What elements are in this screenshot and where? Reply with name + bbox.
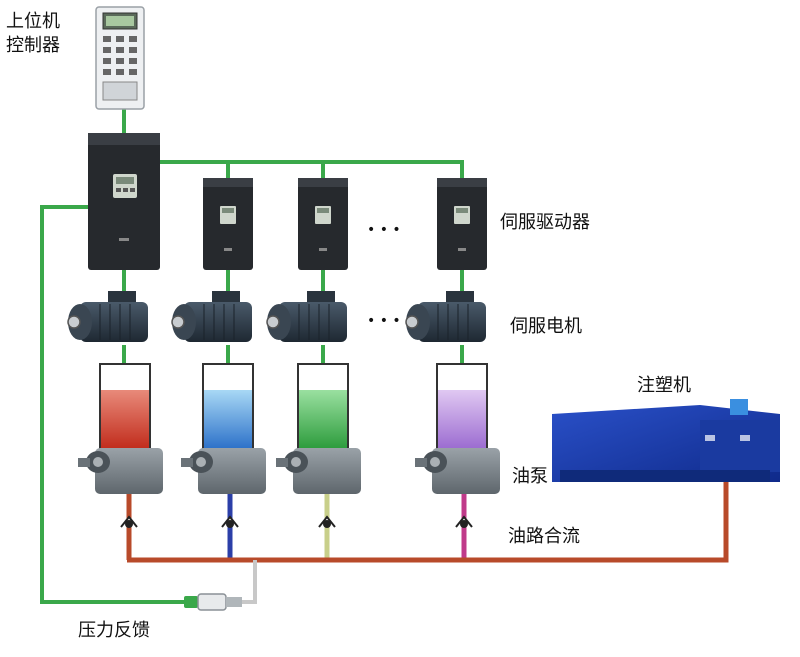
oil-pump-label: 油泵 <box>512 466 548 487</box>
host-controller-label-line2: 控制器 <box>6 35 60 56</box>
host-controller <box>95 6 145 110</box>
oil-branch-lines <box>126 494 467 560</box>
servo-motor-label: 伺服电机 <box>510 316 582 337</box>
host-controller-label-line1: 上位机 <box>6 11 60 32</box>
ellipsis-drivers: • • • <box>367 222 401 238</box>
pressure-sensor <box>184 593 242 611</box>
oil-merge-label: 油路合流 <box>508 526 580 547</box>
host-controller-label: 上位机 控制器 <box>6 10 60 58</box>
cylinder-blue <box>202 363 254 451</box>
oil-main-line <box>127 478 729 563</box>
servo-motor-4 <box>405 291 486 342</box>
cylinder-green <box>297 363 349 451</box>
servo-motor-3 <box>266 291 347 342</box>
check-valves <box>120 515 473 528</box>
servo-motor-1 <box>67 291 148 342</box>
pressure-feedback-label: 压力反馈 <box>78 620 150 641</box>
oil-pump-2 <box>181 448 266 494</box>
servo-driver-2 <box>203 178 253 270</box>
cylinder-purple <box>436 363 488 451</box>
oil-pump-4 <box>415 448 500 494</box>
servo-driver-main <box>88 133 160 270</box>
injection-machine-label: 注塑机 <box>637 375 691 396</box>
servo-driver-label: 伺服驱动器 <box>500 212 590 233</box>
signal-wiring <box>40 108 464 604</box>
injection-machine <box>552 399 780 482</box>
servo-driver-3 <box>298 178 348 270</box>
servo-motor-2 <box>171 291 252 342</box>
cylinder-red <box>99 363 151 451</box>
pressure-tap-line <box>242 560 257 604</box>
ellipsis-motors: • • • <box>367 313 401 329</box>
oil-pump-1 <box>78 448 163 494</box>
servo-driver-4 <box>437 178 487 270</box>
oil-pump-3 <box>276 448 361 494</box>
